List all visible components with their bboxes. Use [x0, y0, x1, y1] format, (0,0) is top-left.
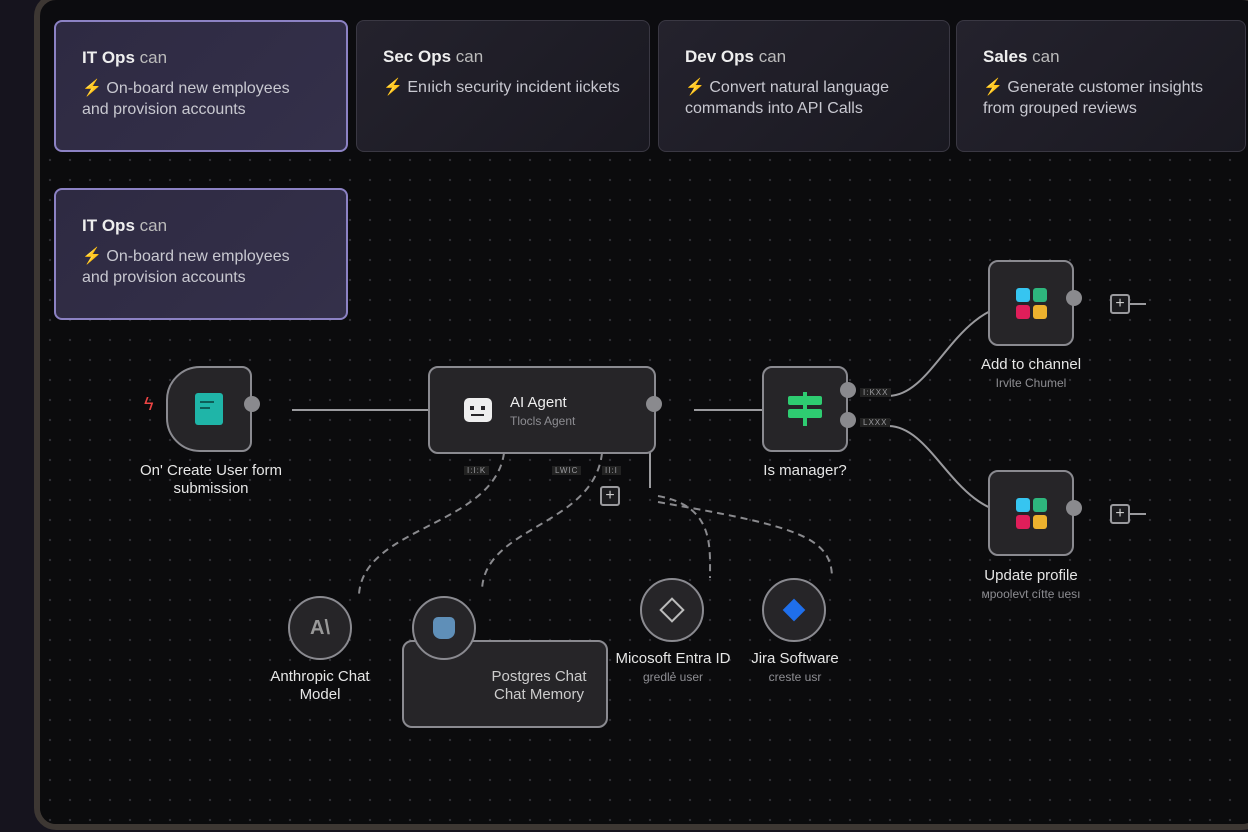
bolt-icon: ⚡	[383, 79, 403, 96]
trigger-bolt-icon: ϟ	[144, 394, 154, 414]
slack-update-node[interactable]	[988, 470, 1074, 556]
postgres-elephant-icon	[433, 617, 455, 639]
port-label-model: I:I:K	[464, 466, 490, 475]
ai-agent-node[interactable]: AI Agent Tlocls Agent	[428, 366, 656, 454]
agent-subtitle: Tlocls Agent	[510, 414, 576, 428]
floating-use-case-card[interactable]: IT Ops can ⚡ On-board new employees and …	[54, 188, 348, 320]
port-label-false: LXXX	[860, 418, 891, 427]
slack-add-output-port[interactable]	[1066, 290, 1082, 306]
form-icon	[195, 393, 223, 425]
agent-title: AI Agent	[510, 394, 567, 411]
slack-icon	[1015, 497, 1047, 529]
entra-node[interactable]	[640, 578, 704, 642]
if-false-port[interactable]	[840, 412, 856, 428]
app-frame: IT Ops can ⚡ On-board new employees and …	[34, 0, 1248, 830]
postgres-node[interactable]	[412, 596, 476, 660]
card-title: IT Ops can	[82, 48, 168, 67]
entra-diamond-icon	[659, 597, 685, 623]
port-label-tools: II:I	[602, 466, 621, 475]
jira-node[interactable]	[762, 578, 826, 642]
card-description: ⚡ Generate customer insights from groupe…	[983, 79, 1204, 117]
agent-output-port[interactable]	[646, 396, 662, 412]
add-after-slack-add-button[interactable]: +	[1110, 294, 1130, 314]
jira-icon	[782, 598, 806, 622]
if-node[interactable]	[762, 366, 848, 452]
slack-icon	[1015, 287, 1047, 319]
use-case-card-sec-ops[interactable]: Sec Ops can ⚡ Enıich security incident i…	[356, 20, 650, 152]
anthropic-label: Anthropic Chat Model	[270, 668, 370, 703]
card-description: ⚡ Enıich security incident iickets	[383, 79, 620, 96]
card-description: ⚡ On-board new employees and provision a…	[82, 248, 290, 286]
port-label-true: I:KXX	[860, 388, 892, 397]
trigger-label: On' Create User form submission	[139, 462, 283, 497]
card-title: Sec Ops can	[383, 47, 484, 66]
edge-model	[358, 452, 505, 595]
if-label: Is manager?	[763, 462, 847, 479]
bolt-icon: ⚡	[82, 248, 102, 265]
robot-icon	[464, 398, 492, 422]
slack-add-node[interactable]	[988, 260, 1074, 346]
signpost-icon	[788, 392, 822, 426]
if-true-port[interactable]	[840, 382, 856, 398]
card-title: Sales can	[983, 47, 1060, 66]
bolt-icon: ⚡	[82, 80, 102, 97]
anthropic-icon: A\	[310, 616, 330, 639]
bolt-icon: ⚡	[983, 79, 1003, 96]
edge-memory	[481, 452, 603, 591]
anthropic-node[interactable]: A\	[288, 596, 352, 660]
card-title: Dev Ops can	[685, 47, 787, 66]
card-description: ⚡ Convert natural language commands into…	[685, 79, 890, 117]
card-title: IT Ops can	[82, 216, 168, 235]
use-case-card-dev-ops[interactable]: Dev Ops can ⚡ Convert natural language c…	[658, 20, 950, 152]
add-tool-button[interactable]: +	[600, 486, 620, 506]
card-description: ⚡ On-board new employees and provision a…	[82, 80, 290, 118]
edge-entra	[657, 495, 712, 579]
use-case-card-it-ops[interactable]: IT Ops can ⚡ On-board new employees and …	[54, 20, 348, 152]
edge-jira	[657, 501, 833, 579]
slack-update-output-port[interactable]	[1066, 500, 1082, 516]
use-case-card-sales[interactable]: Sales can ⚡ Generate customer insights f…	[956, 20, 1246, 152]
trigger-node[interactable]	[166, 366, 252, 452]
trigger-output-port[interactable]	[244, 396, 260, 412]
port-label-memory: LWIC	[552, 466, 582, 475]
bolt-icon: ⚡	[685, 79, 705, 96]
add-after-slack-update-button[interactable]: +	[1110, 504, 1130, 524]
